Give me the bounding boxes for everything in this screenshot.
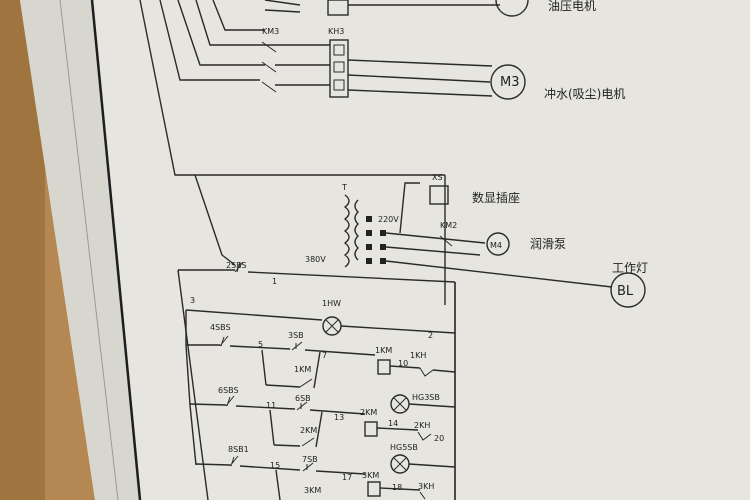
motor-m4-label: M4: [490, 241, 502, 250]
kh1-contact: [419, 367, 434, 377]
sb3-label: 3SB: [288, 331, 304, 340]
node-5-label: 5: [258, 340, 263, 349]
coil-3km: [367, 481, 381, 497]
thermal-relay-kh3: [329, 39, 349, 98]
node-17-label: 17: [342, 473, 352, 482]
motor-m3-symbol: [490, 64, 526, 100]
thermal-relay-kh2: [327, 0, 349, 16]
node-13-label: 13: [334, 413, 344, 422]
transformer-coil-primary: [343, 194, 350, 268]
node-14-label: 14: [388, 419, 398, 428]
motor-m3-label: M3: [500, 75, 520, 90]
transformer-label: T: [341, 183, 347, 192]
sb4s-label: 4SBS: [210, 323, 231, 332]
paper-inner-edge: [59, 0, 119, 500]
node-7-label: 7: [322, 351, 327, 360]
node-3-label: 3: [190, 296, 195, 305]
sb6s-label: 6SBS: [218, 386, 239, 395]
node-15-label: 15: [270, 461, 280, 470]
kh3-label: KH3: [328, 27, 344, 36]
node-10-label: 10: [398, 359, 408, 368]
kh2-label: 2KH: [414, 421, 430, 430]
work-lamp-bl-symbol: [610, 272, 646, 308]
coil-3km-label: 3KM: [362, 471, 379, 480]
work-lamp-label: 工作灯: [612, 261, 648, 275]
coil-2km-label: 2KM: [360, 408, 377, 417]
power-bus: [139, 0, 446, 305]
kh3-contact: [419, 491, 426, 500]
node-18-label: 18: [392, 483, 402, 492]
pump-label: 润滑泵: [530, 237, 566, 251]
motor-m4-symbol: [486, 232, 510, 256]
top-motor-label: 油压电机: [548, 0, 596, 13]
km3-label: KM3: [262, 27, 279, 36]
km3-hold-label: 3KM: [304, 486, 321, 495]
socket-xs: [429, 185, 449, 205]
sb2s-label: 2SBS: [226, 261, 247, 270]
xs-label: XS: [432, 173, 443, 182]
km2-contact-label: KM2: [440, 221, 457, 230]
motor-row-m2: 油压电机: [264, 0, 596, 17]
kh3-contact-label: 3KH: [418, 482, 434, 491]
transformer-coil-secondary: [354, 199, 359, 261]
socket-label: 数显插座: [472, 190, 520, 205]
paper-border-line: [90, 0, 142, 500]
sb7-label: 7SB: [302, 455, 318, 464]
km1-hold-label: 1KM: [294, 365, 311, 374]
lamp-1hw-label: 1HW: [322, 299, 341, 308]
motor-m3-name: 冲水(吸尘)电机: [544, 86, 625, 101]
coil-1km-label: 1KM: [375, 346, 392, 355]
v380-label: 380V: [305, 255, 326, 264]
paper-fold-shadow: [20, 0, 140, 500]
kh1-label: 1KH: [410, 351, 426, 360]
control-circuit: 2SBS 1 3 1HW 2 4SBS 5 3SB 7 1KM 10 1KH 1…: [177, 261, 456, 500]
node-11-label: 11: [266, 401, 276, 410]
coil-2km: [364, 421, 378, 437]
v220-label: 220V: [378, 215, 399, 224]
motor-row-m3: KM3 KH3 M3 冲水(吸尘)电机: [261, 27, 625, 101]
node-1-label: 1: [272, 277, 277, 286]
kh2-contact: [417, 431, 432, 441]
km2-hold-label: 2KM: [300, 426, 317, 435]
sb8s1-label: 8SB1: [228, 445, 249, 454]
sb6-label: 6SB: [295, 394, 311, 403]
node-2-label: 2: [428, 331, 433, 340]
bl-label: BL: [617, 284, 634, 299]
lamp-hg3sb-label: HG3SB: [412, 393, 440, 402]
coil-1km: [377, 359, 391, 375]
node-20-label: 20: [434, 434, 444, 443]
lamp-hg5sb-label: HG5SB: [390, 443, 418, 452]
motor-m2-symbol: [495, 0, 529, 17]
transformer-section: T 220V 380V XS 数显插座 KM2 M4 润滑泵 工作灯 BL: [305, 173, 648, 308]
